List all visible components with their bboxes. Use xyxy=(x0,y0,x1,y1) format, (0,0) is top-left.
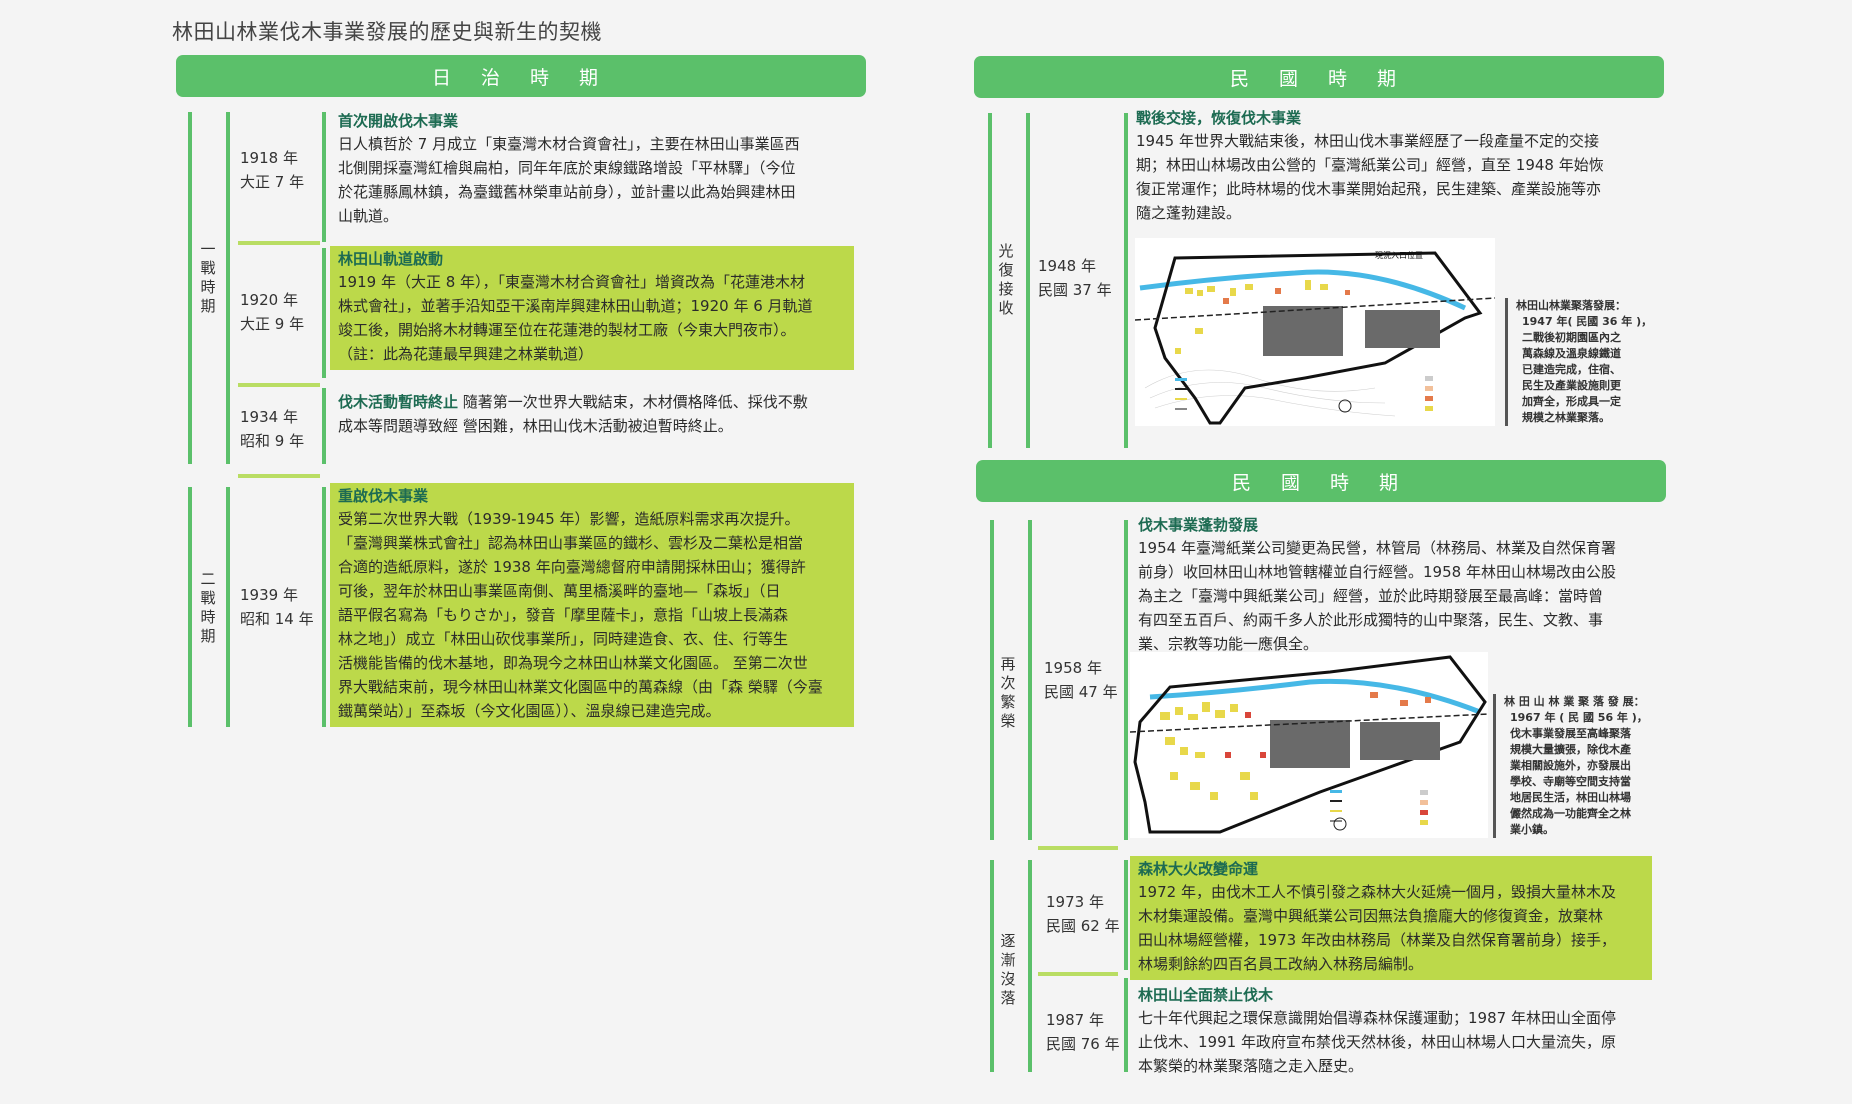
rt-date-line xyxy=(1026,113,1030,448)
map-1947: 現況入口位置 xyxy=(1135,238,1495,426)
period-retrocession: 光 復 接 收 xyxy=(998,242,1014,317)
left-divider-3 xyxy=(238,474,320,478)
rb-divider-2 xyxy=(1038,972,1118,976)
left-entry-line-4 xyxy=(322,487,326,727)
date-1948: 1948 年民國 37 年 xyxy=(1038,257,1112,299)
rt-entry-line xyxy=(1124,113,1128,448)
entry-1958: 伐木事業蓬勃發展 1954 年臺灣紙業公司變更為民營，林管局（林務局、林業及自然… xyxy=(1138,516,1616,653)
date-1934: 1934 年昭和 9 年 xyxy=(240,408,305,450)
right-bottom-header: 民 國 時 期 xyxy=(976,460,1666,502)
left-divider-1 xyxy=(238,241,320,245)
left-date-line-1 xyxy=(226,112,230,464)
entry-1948: 戰後交接，恢復伐木事業 1945 年世界大戰結束後，林田山伐木事業經歷了一段產量… xyxy=(1136,109,1604,222)
period-ww1: 一 戰 時 期 xyxy=(200,240,216,315)
left-divider-2 xyxy=(238,383,320,387)
rt-group-line xyxy=(988,113,992,448)
rb-date-line-2 xyxy=(1028,860,1032,1072)
date-1958: 1958 年民國 47 年 xyxy=(1044,659,1118,701)
date-1973: 1973 年民國 62 年 xyxy=(1046,893,1120,935)
period-decline: 逐 漸 沒 落 xyxy=(1000,932,1016,1007)
map-entrance-label: 現況入口位置 xyxy=(1375,250,1423,260)
rb-entry-line-1 xyxy=(1124,520,1128,840)
rb-entry-line-2 xyxy=(1124,860,1128,970)
entry-1934: 伐木活動暫時終止 隨著第一次世界大戰結束，木材價格降低、採伐不敷 成本等問題導致… xyxy=(338,393,808,435)
date-1987: 1987 年民國 76 年 xyxy=(1046,1011,1120,1053)
rb-entry-line-3 xyxy=(1124,978,1128,1072)
period-ww2: 二 戰 時 期 xyxy=(200,570,216,645)
left-date-line-2 xyxy=(226,487,230,727)
map-1947-caption: 林田山林業聚落發展： 1947 年( 民國 36 年 )， 二戰後初期園區內之 … xyxy=(1505,298,1675,426)
map-1967-caption: 林 田 山 林 業 聚 落 發 展： 1967 年 ( 民 國 56 年 )， … xyxy=(1493,694,1673,838)
right-top-header: 民 國 時 期 xyxy=(974,56,1664,98)
left-entry-line-2 xyxy=(322,248,326,378)
rb-divider-1 xyxy=(1038,846,1118,850)
date-1939: 1939 年昭和 14 年 xyxy=(240,586,314,628)
rb-date-line-1 xyxy=(1028,520,1032,840)
page-title: 林田山林業伐木事業發展的歷史與新生的契機 xyxy=(172,20,602,44)
date-1920: 1920 年大正 9 年 xyxy=(240,291,305,333)
entry-1987: 林田山全面禁止伐木 七十年代興起之環保意識開始倡導森林保護運動；1987 年林田… xyxy=(1138,986,1616,1075)
left-group-line-2 xyxy=(188,487,192,727)
entry-1918: 首次開啟伐木事業 日人槙哲於 7 月成立「東臺灣木材合資會社」，主要在林田山事業… xyxy=(338,112,800,225)
left-entry-line-1 xyxy=(322,112,326,242)
entry-1973: 森林大火改變命運 1972 年，由伐木工人不慎引發之森林大火延燒一個月，毀損大量… xyxy=(1130,856,1652,980)
left-group-line-1 xyxy=(188,112,192,464)
rb-group-line-2 xyxy=(990,860,994,1072)
period-prosperity: 再 次 繁 榮 xyxy=(1000,655,1016,730)
rb-group-line-1 xyxy=(990,520,994,840)
map-1967 xyxy=(1130,652,1488,838)
left-entry-line-3 xyxy=(322,388,326,464)
entry-1939: 重啟伐木事業 受第二次世界大戰（1939-1945 年）影響，造紙原料需求再次提… xyxy=(330,483,854,727)
date-1918: 1918 年大正 7 年 xyxy=(240,149,305,191)
entry-1920: 林田山軌道啟動 1919 年（大正 8 年），「東臺灣木材合資會社」增資改為「花… xyxy=(330,246,854,370)
left-header: 日 治 時 期 xyxy=(176,55,866,97)
